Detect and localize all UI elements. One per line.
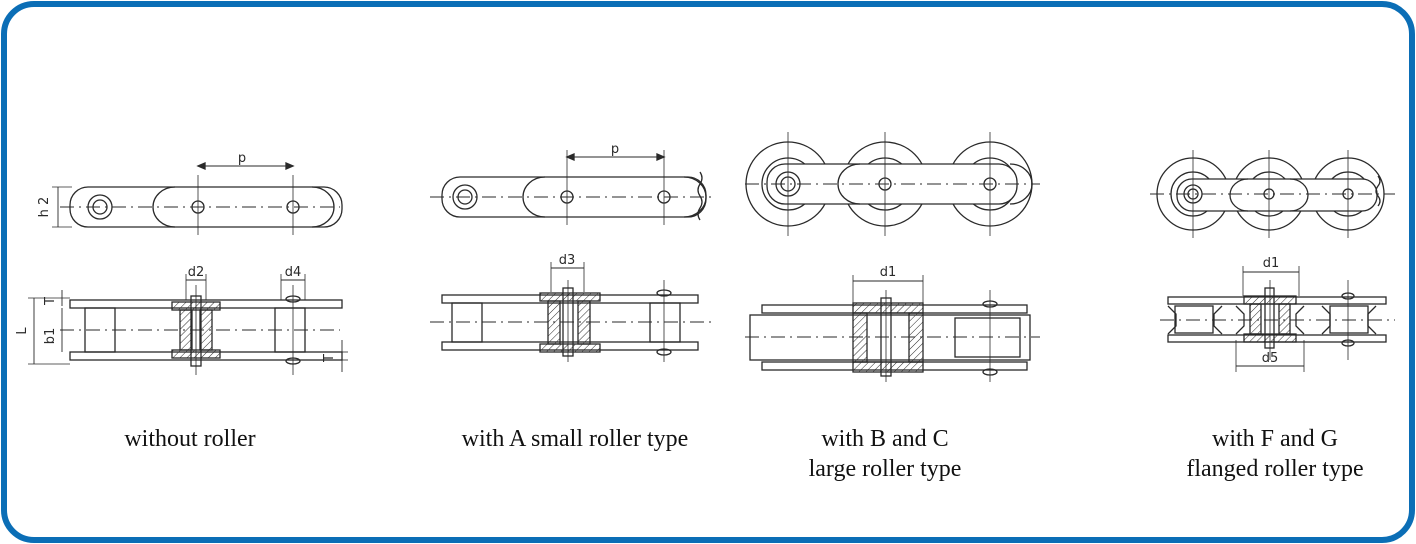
caption-large-roller: with B and C large roller type xyxy=(780,424,990,484)
dim-label-bush-diameter: d4 xyxy=(285,265,302,280)
dim-label-inner-width: b1 xyxy=(43,328,58,345)
caption-line: with B and C xyxy=(821,426,949,452)
chain-large-roller-section-view xyxy=(745,275,1040,382)
dim-label-thickness: T xyxy=(322,354,337,363)
dim-label-pitch: p xyxy=(611,142,619,157)
caption-line: without roller xyxy=(124,426,256,452)
dim-label-plate-height: h 2 xyxy=(37,197,52,218)
caption-line: with F and G xyxy=(1212,426,1338,452)
caption-flanged-roller: with F and G flanged roller type xyxy=(1160,424,1390,484)
dim-label-pitch: p xyxy=(238,151,246,166)
caption-small-roller: with A small roller type xyxy=(430,424,720,454)
chain-flanged-roller-section-view xyxy=(1160,266,1395,372)
chain-small-roller-top-view xyxy=(430,150,715,225)
caption-line: large roller type xyxy=(808,456,962,482)
dim-label-roller-diameter: d1 xyxy=(880,265,897,280)
dim-label-pin-diameter: d2 xyxy=(188,265,205,280)
chain-without-roller-section-view xyxy=(28,274,348,375)
chain-small-roller-section-view xyxy=(430,262,715,362)
dim-label-thickness: T xyxy=(43,297,58,306)
chain-large-roller-top-view xyxy=(745,132,1040,236)
dim-label-roller-diameter: d1 xyxy=(1263,256,1280,271)
dim-label-flange-diameter: d5 xyxy=(1262,351,1279,366)
dim-label-roller-diameter: d3 xyxy=(559,253,576,268)
chain-flanged-roller-top-view xyxy=(1150,150,1395,238)
caption-without-roller: without roller xyxy=(80,424,300,454)
caption-line: with A small roller type xyxy=(461,426,689,452)
caption-line: flanged roller type xyxy=(1186,456,1364,482)
chain-without-roller-top-view xyxy=(52,162,343,235)
dim-label-length: L xyxy=(15,327,30,335)
